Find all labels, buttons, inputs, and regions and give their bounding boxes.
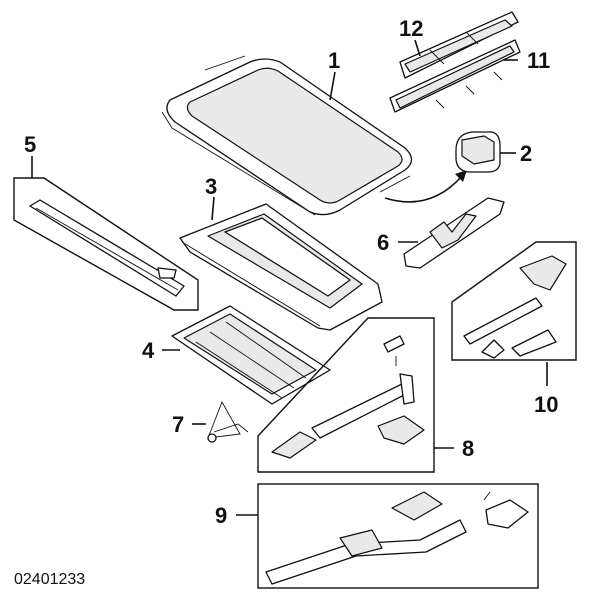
arrow-to-part-2 — [384, 175, 463, 203]
part-8-box — [257, 317, 435, 473]
callout-2: 2 — [520, 141, 532, 166]
callout-11: 11 — [527, 48, 550, 73]
callout-7: 7 — [172, 412, 184, 437]
frame-part — [179, 203, 383, 331]
cable-drive-part — [265, 491, 529, 585]
leader-line-12 — [414, 39, 421, 57]
leader-line-3 — [211, 196, 215, 221]
bracket-part — [403, 197, 505, 269]
callout-4: 4 — [142, 338, 155, 363]
callout-8: 8 — [462, 436, 474, 461]
guide-rail-part — [29, 199, 185, 297]
callout-6: 6 — [377, 230, 389, 255]
callout-1: 1 — [328, 48, 340, 73]
cable-part — [207, 400, 249, 443]
callout-5: 5 — [24, 132, 36, 157]
linkage-part — [463, 255, 567, 359]
glass-panel-part — [161, 55, 413, 216]
wind-deflector-part — [399, 11, 519, 79]
callout-3: 3 — [205, 174, 217, 199]
part-10-box — [451, 241, 577, 361]
part-5-box — [13, 177, 199, 311]
drive-assembly-part — [271, 335, 425, 459]
leader-line-1 — [329, 71, 336, 101]
callout-9: 9 — [215, 503, 227, 528]
sunshade-part — [171, 305, 331, 405]
arrow-head — [455, 170, 467, 182]
callout-10: 10 — [534, 392, 558, 417]
seal-strip-part — [389, 39, 521, 113]
part-9-box — [257, 483, 539, 589]
callout-12: 12 — [399, 16, 423, 41]
cap-part — [455, 131, 501, 173]
document-number: 02401233 — [14, 571, 85, 588]
